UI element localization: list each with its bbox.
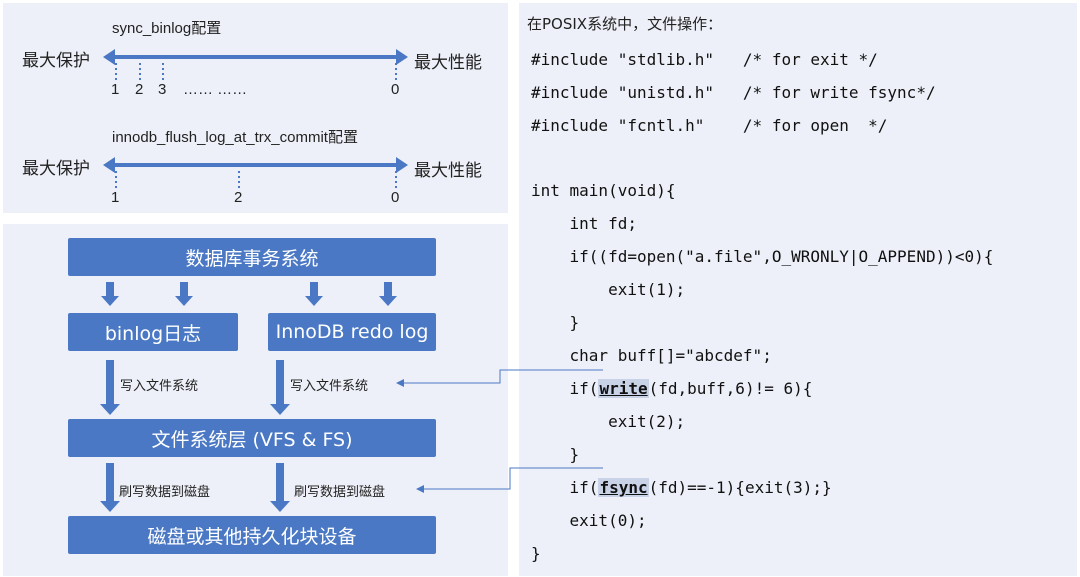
sync-left-label: 最大保护 xyxy=(22,51,90,71)
code-line: int main(void){ xyxy=(531,181,676,200)
flush-disk-label-1: 刷写数据到磁盘 xyxy=(119,485,211,500)
sync-binlog-label: sync_binlog配置 xyxy=(112,20,222,37)
sync-tick: 0 xyxy=(391,81,400,98)
fsync-keyword: fsync xyxy=(598,478,649,497)
code-line-write: if(write(fd,buff,6)!= 6){ xyxy=(531,379,813,398)
code-line: char buff[]="abcdef"; xyxy=(531,346,772,365)
innodb-left-label: 最大保护 xyxy=(22,159,90,179)
db-transaction-system-box: 数据库事务系统 xyxy=(68,238,436,276)
disk-device-box: 磁盘或其他持久化块设备 xyxy=(68,516,436,554)
sync-scale-left-arrow xyxy=(103,49,115,65)
flush-disk-label-2: 刷写数据到磁盘 xyxy=(294,485,386,500)
innodb-right-label: 最大性能 xyxy=(414,161,482,181)
sync-tick: 2 xyxy=(135,81,144,98)
binlog-config-panel xyxy=(3,3,508,213)
write-connector xyxy=(396,369,603,387)
code-line: } xyxy=(531,445,580,464)
code-line-fsync: if(fsync(fd)==-1){exit(3);} xyxy=(531,478,832,497)
write-fs-label-2: 写入文件系统 xyxy=(290,379,369,394)
innodb-redo-log-box: InnoDB redo log xyxy=(268,313,436,351)
innodb-flush-label: innodb_flush_log_at_trx_commit配置 xyxy=(112,129,358,146)
code-line: int fd; xyxy=(531,214,637,233)
innodb-tick: 1 xyxy=(111,189,120,206)
code-line: if((fd=open("a.file",O_WRONLY|O_APPEND))… xyxy=(531,247,994,266)
code-line: #include "fcntl.h" /* for open */ xyxy=(531,116,888,135)
sync-tick: 3 xyxy=(158,81,167,98)
sync-tick: …… …… xyxy=(183,81,248,98)
filesystem-layer-box: 文件系统层 (VFS & FS) xyxy=(68,419,436,457)
code-line: #include "unistd.h" /* for write fsync*/ xyxy=(531,83,936,102)
write-keyword: write xyxy=(598,379,649,398)
innodb-scale-right-arrow xyxy=(396,157,408,173)
sync-right-label: 最大性能 xyxy=(414,53,482,73)
sync-scale-right-arrow xyxy=(396,49,408,65)
innodb-scale-left-arrow xyxy=(103,157,115,173)
code-block: #include "stdlib.h" /* for exit */ #incl… xyxy=(519,0,1077,577)
binlog-box: binlog日志 xyxy=(68,313,238,351)
code-line: #include "stdlib.h" /* for exit */ xyxy=(531,50,878,69)
fsync-connector xyxy=(416,467,603,493)
code-line: } xyxy=(531,313,580,332)
innodb-tick: 0 xyxy=(391,189,400,206)
code-title: 在POSIX系统中，文件操作： xyxy=(527,15,723,33)
write-fs-label-1: 写入文件系统 xyxy=(120,379,199,394)
sync-tick: 1 xyxy=(111,81,120,98)
code-line: exit(0); xyxy=(531,511,647,530)
innodb-tick: 2 xyxy=(234,189,243,206)
code-line: exit(2); xyxy=(531,412,686,431)
code-line: } xyxy=(531,544,541,563)
code-line: exit(1); xyxy=(531,280,686,299)
